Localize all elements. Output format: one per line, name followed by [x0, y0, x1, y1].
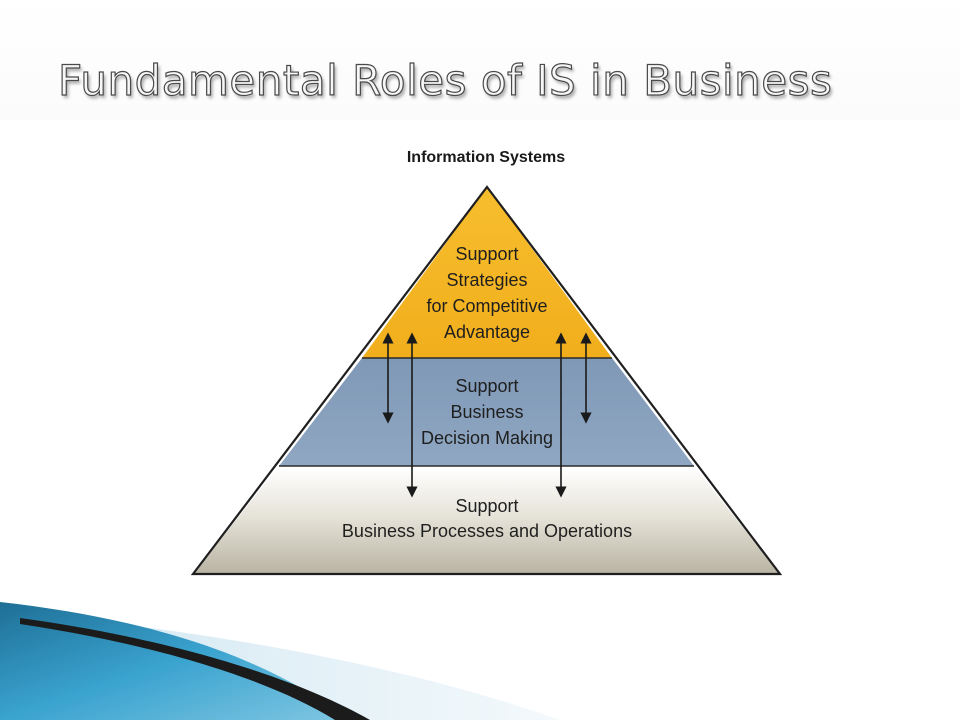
- tier-top-line-3: for Competitive: [426, 296, 547, 316]
- slide-title: Fundamental Roles of IS in Business: [57, 55, 833, 105]
- tier-bottom-shape: [193, 466, 780, 574]
- diagram-heading: Information Systems: [407, 149, 565, 166]
- title-area: [0, 0, 960, 120]
- tier-middle-line-2: Business: [450, 402, 523, 422]
- tier-bottom-line-2: Business Processes and Operations: [342, 521, 632, 541]
- tier-top-line-4: Advantage: [444, 322, 530, 342]
- tier-top-shape: [362, 187, 612, 358]
- tier-top-line-2: Strategies: [446, 270, 527, 290]
- tier-middle-line-1: Support: [455, 376, 518, 396]
- pyramid-outline: [190, 185, 783, 576]
- tier-middle-line-3: Decision Making: [421, 428, 553, 448]
- tier-bottom-line-1: Support: [455, 496, 518, 516]
- tier-top-line-1: Support: [455, 244, 518, 264]
